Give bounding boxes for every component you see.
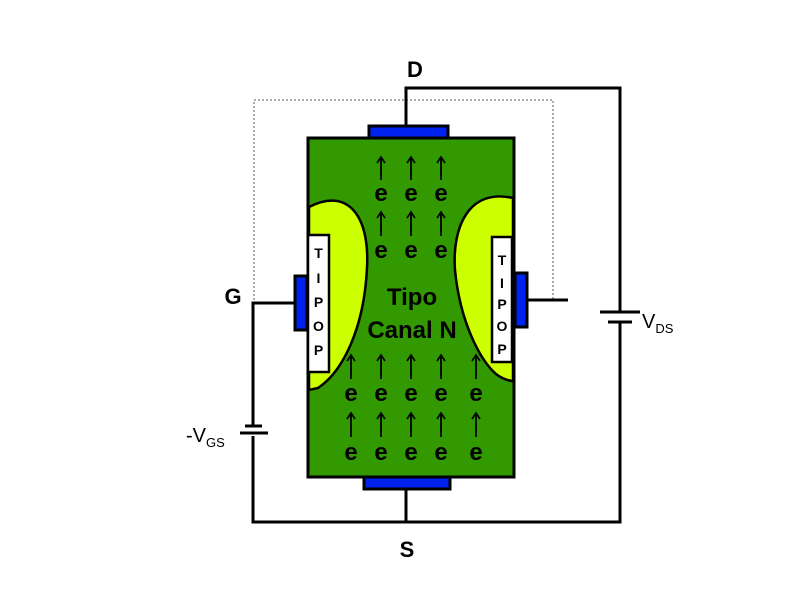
right-p-region [490, 235, 514, 364]
p-region-letter: I [317, 270, 321, 286]
p-region-letter: P [314, 342, 323, 358]
left-gate-contact [293, 274, 309, 332]
circuit-wires [251, 86, 622, 524]
electron: e [469, 439, 482, 466]
electron-flow-arrow-icon [406, 155, 416, 180]
electron: e [469, 380, 482, 407]
p-region-letter: O [313, 318, 324, 334]
p-region-letter: P [497, 341, 506, 357]
electron: e [434, 380, 447, 407]
electron-flow-arrow-icon [346, 353, 356, 379]
electron: e [434, 180, 447, 207]
electron: e [374, 439, 387, 466]
electron-flow-arrow-icon [436, 353, 446, 379]
electron-flow-arrow-icon [406, 210, 416, 236]
electron-flow-arrow-icon [406, 353, 416, 379]
electron-flow-arrow-icon [471, 411, 481, 437]
source-contact [362, 475, 452, 491]
electron: e [374, 237, 387, 264]
drain-label: D [407, 57, 423, 82]
electron-flow-arrow-icon [376, 210, 386, 236]
p-region-letter: T [314, 245, 323, 261]
source-label: S [400, 537, 415, 562]
electron: e [434, 439, 447, 466]
electron-flow-arrow-icon [471, 353, 481, 379]
electron: e [404, 380, 417, 407]
electron: e [434, 237, 447, 264]
p-region-letter: O [497, 318, 508, 334]
p-region-letter: T [498, 252, 507, 268]
electron: e [404, 237, 417, 264]
electron-flow-arrow-icon [376, 155, 386, 180]
electron-flow-arrow-icon [376, 353, 386, 379]
electron-flow-arrow-icon [436, 155, 446, 180]
dotted-gate-connection [253, 99, 554, 300]
gate-label: G [224, 284, 241, 309]
electron: e [374, 380, 387, 407]
p-region-letter: P [497, 296, 506, 312]
p-region-letter: P [314, 294, 323, 310]
electron-flow-arrow-icon [436, 411, 446, 437]
electron: e [404, 439, 417, 466]
electron: e [404, 180, 417, 207]
electron-flow-arrow-icon [376, 411, 386, 437]
p-region-letter: I [500, 275, 504, 291]
channel-label-line1: Tipo [387, 284, 437, 311]
electron-flow-arrow-icon [436, 210, 446, 236]
electron: e [344, 380, 357, 407]
vgs-label: -VGS [186, 425, 225, 450]
electron: e [344, 439, 357, 466]
channel-label-line2: Canal N [367, 317, 456, 344]
vds-battery [600, 310, 640, 324]
vds-label: VDS [642, 311, 674, 336]
electron-flow-arrow-icon [346, 411, 356, 437]
electron-flow-arrow-icon [406, 411, 416, 437]
drain-contact [367, 124, 450, 140]
vgs-battery [240, 424, 268, 435]
electron: e [374, 180, 387, 207]
right-gate-contact [513, 271, 529, 329]
